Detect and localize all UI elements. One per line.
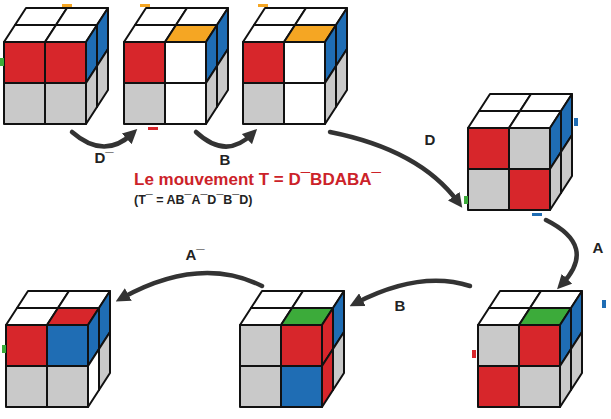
sticker (519, 366, 560, 407)
sticker (571, 332, 582, 390)
move-arrow (196, 132, 252, 147)
move-arrow (330, 132, 458, 202)
sticker (86, 66, 97, 124)
cube (6, 291, 110, 407)
sticker (4, 42, 45, 83)
side-tab (148, 127, 158, 130)
side-tab (0, 58, 4, 66)
sticker (560, 349, 571, 407)
title: Le mouvement T = D¯BDABA¯ (134, 171, 381, 190)
side-tabs (0, 4, 606, 358)
move-arrows (72, 132, 577, 303)
side-tab (464, 196, 468, 204)
sticker (336, 49, 347, 107)
sticker (217, 49, 228, 107)
side-tab (574, 118, 578, 126)
side-tab (602, 300, 606, 308)
sticker (88, 349, 99, 407)
sticker (243, 42, 284, 83)
move-arrow (72, 132, 132, 147)
cube (124, 8, 228, 124)
sticker (45, 83, 86, 124)
sticker (509, 169, 550, 210)
sticker (124, 83, 165, 124)
sticker (6, 325, 47, 366)
sticker (240, 325, 281, 366)
move-label: B (393, 298, 408, 315)
cube (468, 94, 572, 210)
sticker (4, 83, 45, 124)
cube (478, 291, 582, 407)
sticker (243, 83, 284, 124)
move-label: D (423, 132, 438, 149)
sticker (281, 325, 322, 366)
move-label: B (218, 152, 233, 169)
side-tab (140, 4, 150, 7)
sticker (333, 332, 344, 390)
sticker (509, 128, 550, 169)
cube (4, 8, 108, 124)
sticker (325, 66, 336, 124)
cube (240, 291, 344, 407)
move-arrow (122, 273, 262, 298)
side-tab (258, 4, 268, 7)
sticker (6, 366, 47, 407)
move-arrow (546, 220, 577, 284)
move-label: A¯ (183, 247, 206, 264)
sticker (281, 366, 322, 407)
sticker (519, 325, 560, 366)
sticker (99, 332, 110, 390)
sticker (478, 366, 519, 407)
sticker (478, 325, 519, 366)
move-arrow (356, 281, 470, 303)
inverse-formula: (T¯ = AB¯A¯D¯B¯D) (134, 194, 252, 208)
sticker (240, 366, 281, 407)
cube (243, 8, 347, 124)
side-tab (2, 345, 6, 353)
move-label: D¯ (92, 150, 115, 167)
sticker (550, 152, 561, 210)
sticker (284, 83, 325, 124)
side-tab (472, 350, 476, 358)
sticker (284, 42, 325, 83)
sticker (47, 325, 88, 366)
sticker (468, 169, 509, 210)
side-tab (532, 213, 542, 216)
sticker (468, 128, 509, 169)
sticker (47, 366, 88, 407)
sticker (45, 42, 86, 83)
move-label: A (591, 240, 606, 257)
sticker (97, 49, 108, 107)
side-tab (62, 4, 72, 7)
sticker (561, 135, 572, 193)
sticker (206, 66, 217, 124)
sticker (165, 83, 206, 124)
sticker (124, 42, 165, 83)
sticker (165, 42, 206, 83)
sticker (322, 349, 333, 407)
